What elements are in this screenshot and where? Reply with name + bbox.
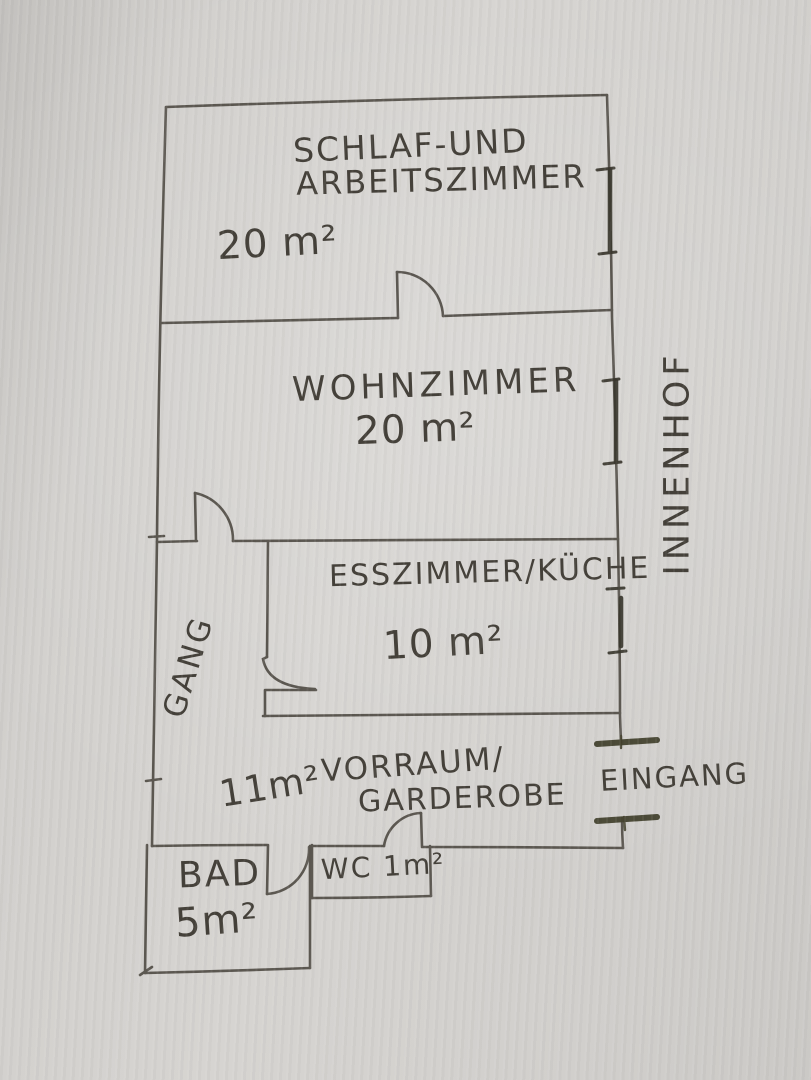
wall-schlaf-wohn [160,316,400,325]
wall-bad-bottom [143,966,312,975]
wall-wc-right [428,844,433,898]
bad-corner-tick [138,965,154,977]
label-bad: BAD [177,852,262,897]
label-bad-area: 5m² [173,895,260,947]
label-innenhof: INNENHOF [657,350,698,576]
wall-ess-bottom [261,711,622,718]
door-arc-wc [382,811,423,848]
label-wohnzimmer: WOHNZIMMER [291,359,582,411]
label-schlafzimmer-area: 20 m² [215,217,339,270]
wall-left [150,105,168,848]
door-arc-schlaf [395,270,445,318]
door-arc-bad [265,845,311,896]
door-leaf-wohn [193,491,198,543]
door-arc-wohn [193,491,235,543]
wall-wc-bottom [310,894,433,900]
entrance-door-marks [594,737,660,824]
door-arc-ess [261,655,317,691]
wall-schlaf-wohn-right [441,308,614,318]
door-leaf-bad [265,843,270,896]
window-icons [607,167,624,649]
wall-vorraum-bottom-3 [420,845,625,850]
wall-right-below-entrance [620,816,625,850]
wall-top [164,93,609,109]
entrance-mark-bottom [594,814,660,824]
wall-wohn-bottom [231,537,620,543]
label-esszimmer-area: 10 m² [381,617,505,670]
door-leaf-wc [419,811,424,848]
door-leaf-schlaf [395,270,400,320]
wall-tick-left-1 [147,534,166,539]
label-vorraum-line2: GARDEROBE [357,777,568,820]
label-eingang: EINGANG [599,756,750,798]
wall-vorraum-bottom-1 [150,843,269,848]
entrance-mark-top [594,737,660,747]
wall-wohn-bottom-left [155,539,199,544]
wall-bad-left [143,843,149,975]
wall-ess-left [265,540,270,659]
window-ticks [595,166,628,655]
label-wohnzimmer-area: 20 m² [354,404,477,455]
label-wc: WC 1m² [320,846,447,887]
wall-tick-left-2 [144,777,163,783]
label-esszimmer-kueche: ESSZIMMER/KÜCHE [328,550,651,595]
label-schlafzimmer-line2: ARBEITSZIMMER [295,157,588,203]
